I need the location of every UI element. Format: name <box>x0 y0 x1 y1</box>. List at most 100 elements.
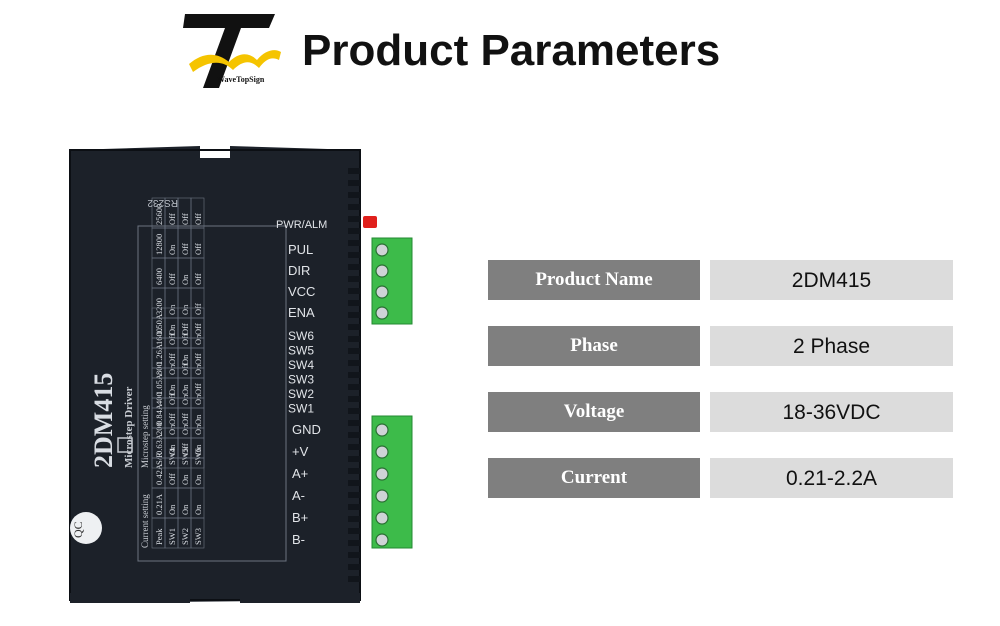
param-value: 18-36VDC <box>710 392 953 432</box>
current-table-cell: Off <box>180 413 190 425</box>
microstep-table-cell: SW6 <box>193 448 203 465</box>
current-table-cell: 0.84A <box>154 403 164 425</box>
current-table-cell: SW1 <box>167 528 177 545</box>
microstep-table-cell: On <box>167 304 177 315</box>
microstep-table-cell: On <box>167 364 177 375</box>
current-table-cell: 1.26A <box>154 343 164 365</box>
terminal-screw <box>375 264 389 278</box>
current-table-cell: On <box>193 504 203 515</box>
microstep-table-cell: S/R <box>154 452 164 465</box>
switch-label: SW4 <box>288 358 314 372</box>
current-table-cell: Off <box>180 323 190 335</box>
current-table-cell: On <box>167 444 177 455</box>
microstep-table-cell: On <box>193 364 203 375</box>
terminal-screw <box>375 445 389 459</box>
microstep-table-cell: 800 <box>154 362 164 375</box>
microstep-table-cell: On <box>193 394 203 405</box>
current-table-cell: SW2 <box>180 528 190 545</box>
power-terminal-label: A- <box>292 488 305 503</box>
wavetopsign-logo: WaveTopSign <box>183 12 283 90</box>
switch-label: SW3 <box>288 373 314 387</box>
terminal-screw <box>375 285 389 299</box>
current-table-cell: 0.21A <box>154 493 164 515</box>
microstep-table-cell: 1600 <box>154 328 164 345</box>
terminal-screw <box>375 511 389 525</box>
power-terminal-label: GND <box>292 422 321 437</box>
header: WaveTopSign Product Parameters <box>0 0 1000 100</box>
current-table-cell: On <box>180 504 190 515</box>
param-label: Product Name <box>488 260 700 300</box>
param-value: 0.21-2.2A <box>710 458 953 498</box>
microstep-table-cell: On <box>180 424 190 435</box>
microstep-table-title: Microstep setting <box>140 405 150 468</box>
qc-sticker-label: QC <box>71 521 85 538</box>
power-terminal-block <box>371 415 413 549</box>
current-table-cell: SW3 <box>193 528 203 545</box>
signal-terminal-label: ENA <box>288 305 315 320</box>
microstep-table-cell: 200 <box>154 422 164 435</box>
power-terminal-label: A+ <box>292 466 308 481</box>
param-row-phase: Phase 2 Phase <box>488 326 953 368</box>
microstep-table-cell: Off <box>193 213 203 225</box>
microstep-table-cell: Off <box>193 273 203 285</box>
param-row-current: Current 0.21-2.2A <box>488 458 953 500</box>
param-label: Current <box>488 458 700 498</box>
switch-label: SW5 <box>288 344 314 358</box>
current-table-cell: 1.05A <box>154 373 164 395</box>
microstep-table-cell: Off <box>193 243 203 255</box>
microstep-table-cell: On <box>180 304 190 315</box>
power-terminal-label: B+ <box>292 510 308 525</box>
switch-label: SW2 <box>288 387 314 401</box>
current-table-cell: Off <box>193 353 203 365</box>
current-table-cell: 0.42A <box>154 463 164 485</box>
microstep-table-cell: Off <box>193 303 203 315</box>
switch-label: SW6 <box>288 329 314 343</box>
terminal-screw <box>375 467 389 481</box>
microstep-table-cell: Off <box>167 393 177 405</box>
microstep-table-cell: SW4 <box>167 447 177 465</box>
microstep-table-cell: Off <box>167 333 177 345</box>
microstep-table-cell: 3200 <box>154 298 164 315</box>
current-table-cell: Off <box>167 353 177 365</box>
current-table-cell: 0.63A <box>154 433 164 455</box>
current-table-title: Current setting <box>140 494 150 548</box>
param-value: 2 Phase <box>710 326 953 366</box>
current-table-cell: Off <box>167 473 177 485</box>
current-table-cell: Off <box>167 413 177 425</box>
current-table-cell: On <box>180 384 190 395</box>
param-label: Voltage <box>488 392 700 432</box>
logo-brand-text: WaveTopSign <box>217 75 265 84</box>
terminal-screw <box>375 243 389 257</box>
microstep-table-cell: Off <box>180 213 190 225</box>
terminal-screw <box>375 423 389 437</box>
terminal-screw <box>375 533 389 547</box>
microstep-table-cell: On <box>167 424 177 435</box>
microstep-table-cell: Off <box>167 273 177 285</box>
signal-terminal-label: DIR <box>288 263 310 278</box>
led-indicator <box>363 216 377 228</box>
current-table-cell: Peak <box>154 528 164 545</box>
microstep-table-cell: Off <box>180 363 190 375</box>
current-table-cell: On <box>167 504 177 515</box>
param-row-product-name: Product Name 2DM415 <box>488 260 953 302</box>
current-table-cell: On <box>167 324 177 335</box>
microstep-table-cell: 400 <box>154 392 164 405</box>
microstep-table-cell: 6400 <box>154 268 164 285</box>
power-terminal-label: B- <box>292 532 305 547</box>
device-subtitle-label: Microstep Driver <box>123 387 135 468</box>
microstep-table-cell: SW5 <box>180 448 190 465</box>
signal-terminal-label: VCC <box>288 284 315 299</box>
signal-terminal-label: PUL <box>288 242 313 257</box>
current-table-cell: Off <box>193 383 203 395</box>
param-value: 2DM415 <box>710 260 953 300</box>
microstep-table-cell: Off <box>167 213 177 225</box>
current-table-cell: Off <box>193 323 203 335</box>
microstep-table-cell: On <box>180 274 190 285</box>
param-row-voltage: Voltage 18-36VDC <box>488 392 953 434</box>
microstep-table-cell: On <box>193 424 203 435</box>
manufacturer-icon <box>117 437 133 453</box>
current-table-cell: On <box>193 444 203 455</box>
current-table-cell: On <box>193 414 203 425</box>
pwr-alm-label: PWR/ALM <box>276 219 327 231</box>
